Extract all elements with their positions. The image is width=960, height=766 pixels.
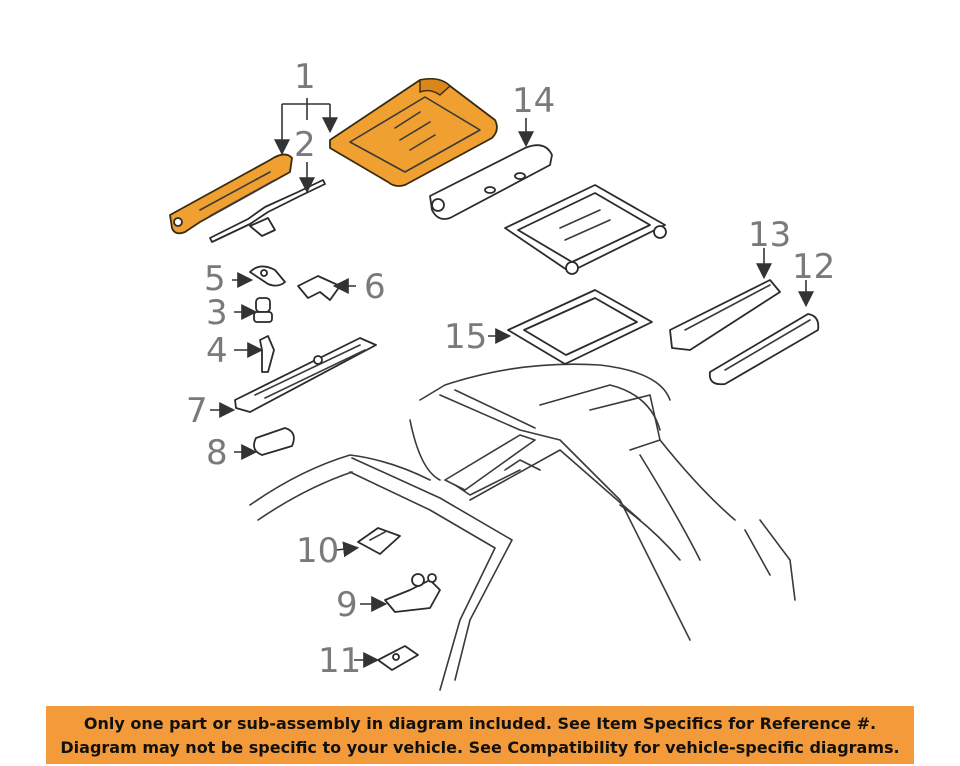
callout-14: 14 xyxy=(512,81,555,121)
callout-11: 11 xyxy=(318,641,361,681)
callout-4: 4 xyxy=(206,331,228,371)
vehicle-roof-outline xyxy=(249,363,796,691)
callout-15: 15 xyxy=(444,317,487,357)
callout-13: 13 xyxy=(748,215,791,255)
callout-8: 8 xyxy=(206,433,228,473)
bracket-11 xyxy=(377,645,419,671)
bracket-5 xyxy=(249,265,286,287)
leader-lines xyxy=(210,98,814,668)
link-4 xyxy=(259,335,275,373)
sunroof-seal xyxy=(507,289,653,365)
callout-9: 9 xyxy=(336,585,358,625)
callout-12: 12 xyxy=(792,247,835,287)
callout-2: 2 xyxy=(294,125,316,165)
callout-5: 5 xyxy=(204,259,226,299)
bumper-3 xyxy=(253,297,273,323)
front-wind-deflector xyxy=(429,144,553,220)
sunroof-parts-diagram: 1 2 5 6 3 4 7 8 10 9 11 14 15 13 12 xyxy=(169,57,835,691)
callout-3: 3 xyxy=(206,293,228,333)
side-rail-guide xyxy=(169,153,293,235)
disclaimer-line-2: Diagram may not be specific to your vehi… xyxy=(60,738,900,757)
callout-1: 1 xyxy=(294,57,316,97)
sunroof-frame-assembly xyxy=(504,184,667,275)
disclaimer-banner: Only one part or sub-assembly in diagram… xyxy=(46,706,914,764)
callout-6: 6 xyxy=(364,267,386,307)
hinge-9 xyxy=(384,573,441,613)
callout-7: 7 xyxy=(186,391,208,431)
clip-6 xyxy=(297,275,341,301)
disclaimer-line-1: Only one part or sub-assembly in diagram… xyxy=(83,714,877,733)
clip-10 xyxy=(357,527,401,555)
sunroof-glass-panel xyxy=(329,77,498,187)
guide-rail xyxy=(234,337,377,413)
pad-8 xyxy=(253,427,295,456)
right-track xyxy=(708,313,820,386)
drive-cable xyxy=(209,179,326,243)
left-track xyxy=(669,279,781,351)
callout-10: 10 xyxy=(296,531,339,571)
